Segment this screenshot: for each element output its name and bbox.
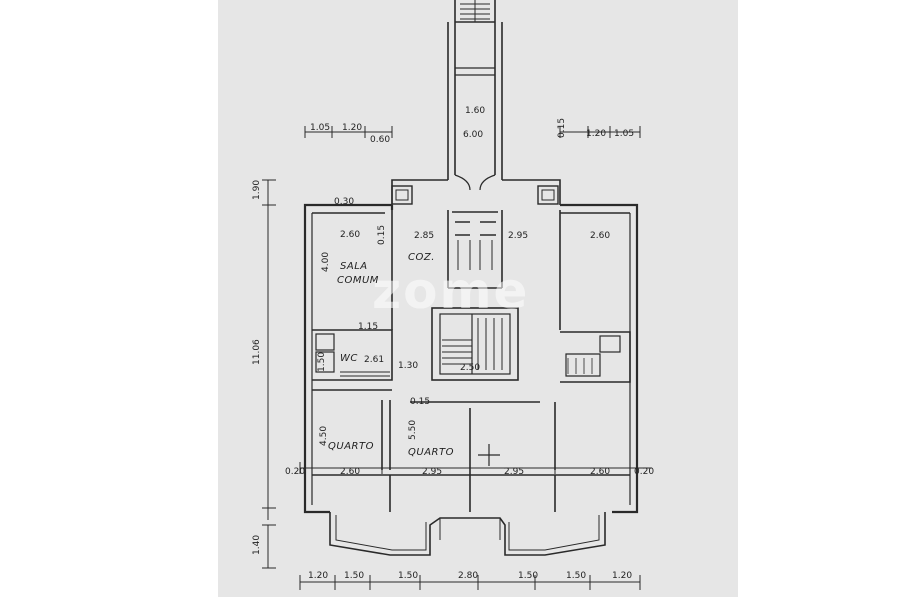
dim-bottom-1: 1.20 xyxy=(308,571,329,581)
balconies xyxy=(329,512,606,556)
dim-total-height: 11.06 xyxy=(252,339,262,365)
dim-corridor-length: 6.00 xyxy=(463,130,484,140)
dim-quarto-left-height: 4.50 xyxy=(319,425,329,446)
room-label-coz: COZ. xyxy=(408,252,435,263)
dim-wall-015-left: 0.15 xyxy=(377,224,387,245)
dim-bottom-3: 1.50 xyxy=(398,571,419,581)
dim-coz-width: 2.85 xyxy=(414,231,435,241)
wc-block xyxy=(312,329,393,381)
watermark-logo: zome xyxy=(372,262,530,320)
dim-bottom-row-295-left: 2.95 xyxy=(422,467,443,477)
top-stair xyxy=(454,0,496,23)
dim-wc-a: 1.50 xyxy=(317,351,327,372)
light-wells xyxy=(391,185,559,205)
dim-hall-a: 1.30 xyxy=(398,361,419,371)
dim-top-left-b: 1.20 xyxy=(342,123,363,133)
interior-walls-middle xyxy=(312,389,556,475)
top-dimension-lines xyxy=(304,126,641,138)
room-label-quarto-right: QUARTO xyxy=(408,447,454,458)
dim-mid-015: 0.15 xyxy=(410,397,431,407)
dim-bottom-7: 1.20 xyxy=(612,571,633,581)
dim-bottom-row-020-left: 0.20 xyxy=(285,467,306,477)
interior-walls-upper xyxy=(312,210,630,330)
room-label-comum: COMUM xyxy=(337,275,379,286)
dim-coz-right-width: 2.95 xyxy=(508,231,529,241)
dim-top-right-a: 0.15 xyxy=(557,117,567,138)
dim-bottom-row-260-left: 2.60 xyxy=(340,467,361,477)
dim-bottom-2: 1.50 xyxy=(344,571,365,581)
dim-corridor-width: 1.60 xyxy=(465,106,486,116)
dim-sala-width: 2.60 xyxy=(340,230,361,240)
central-stair xyxy=(431,307,519,381)
bedroom-walls xyxy=(312,444,630,512)
dim-wall-030: 0.30 xyxy=(334,197,355,207)
exterior-walls xyxy=(303,203,639,514)
dim-bottom-6: 1.50 xyxy=(566,571,587,581)
room-label-quarto-left: QUARTO xyxy=(328,441,374,452)
dim-hall-b: 2.50 xyxy=(460,363,481,373)
dim-bottom-5: 1.50 xyxy=(518,571,539,581)
dim-sala-height: 4.00 xyxy=(321,251,331,272)
room-label-sala: SALA xyxy=(340,261,368,272)
dim-top-right-b: 1.20 xyxy=(586,129,607,139)
dim-wc-area: 2.61 xyxy=(364,355,385,365)
mid-dimension-lines xyxy=(299,462,652,474)
dim-bottom-height: 1.40 xyxy=(252,534,262,555)
dim-top-right-c: 1.05 xyxy=(614,129,635,139)
dim-right-room-width: 2.60 xyxy=(590,231,611,241)
dim-bottom-row-295-right: 2.95 xyxy=(504,467,525,477)
dim-top-left-c: 0.60 xyxy=(370,135,391,145)
dim-top-left-a: 1.05 xyxy=(310,123,331,133)
room-label-wc: WC xyxy=(340,353,358,364)
dim-bottom-4: 2.80 xyxy=(458,571,479,581)
dim-upper-left-height: 1.90 xyxy=(252,179,262,200)
right-bath-block xyxy=(560,331,631,383)
dim-quarto-right-height: 5.50 xyxy=(408,419,418,440)
dim-bottom-row-020-right: 0.20 xyxy=(634,467,655,477)
dim-wc-width: 1.15 xyxy=(358,322,379,332)
bottom-dimension-line xyxy=(299,575,641,590)
left-dimension-line xyxy=(262,179,276,569)
dim-bottom-row-260-right: 2.60 xyxy=(590,467,611,477)
